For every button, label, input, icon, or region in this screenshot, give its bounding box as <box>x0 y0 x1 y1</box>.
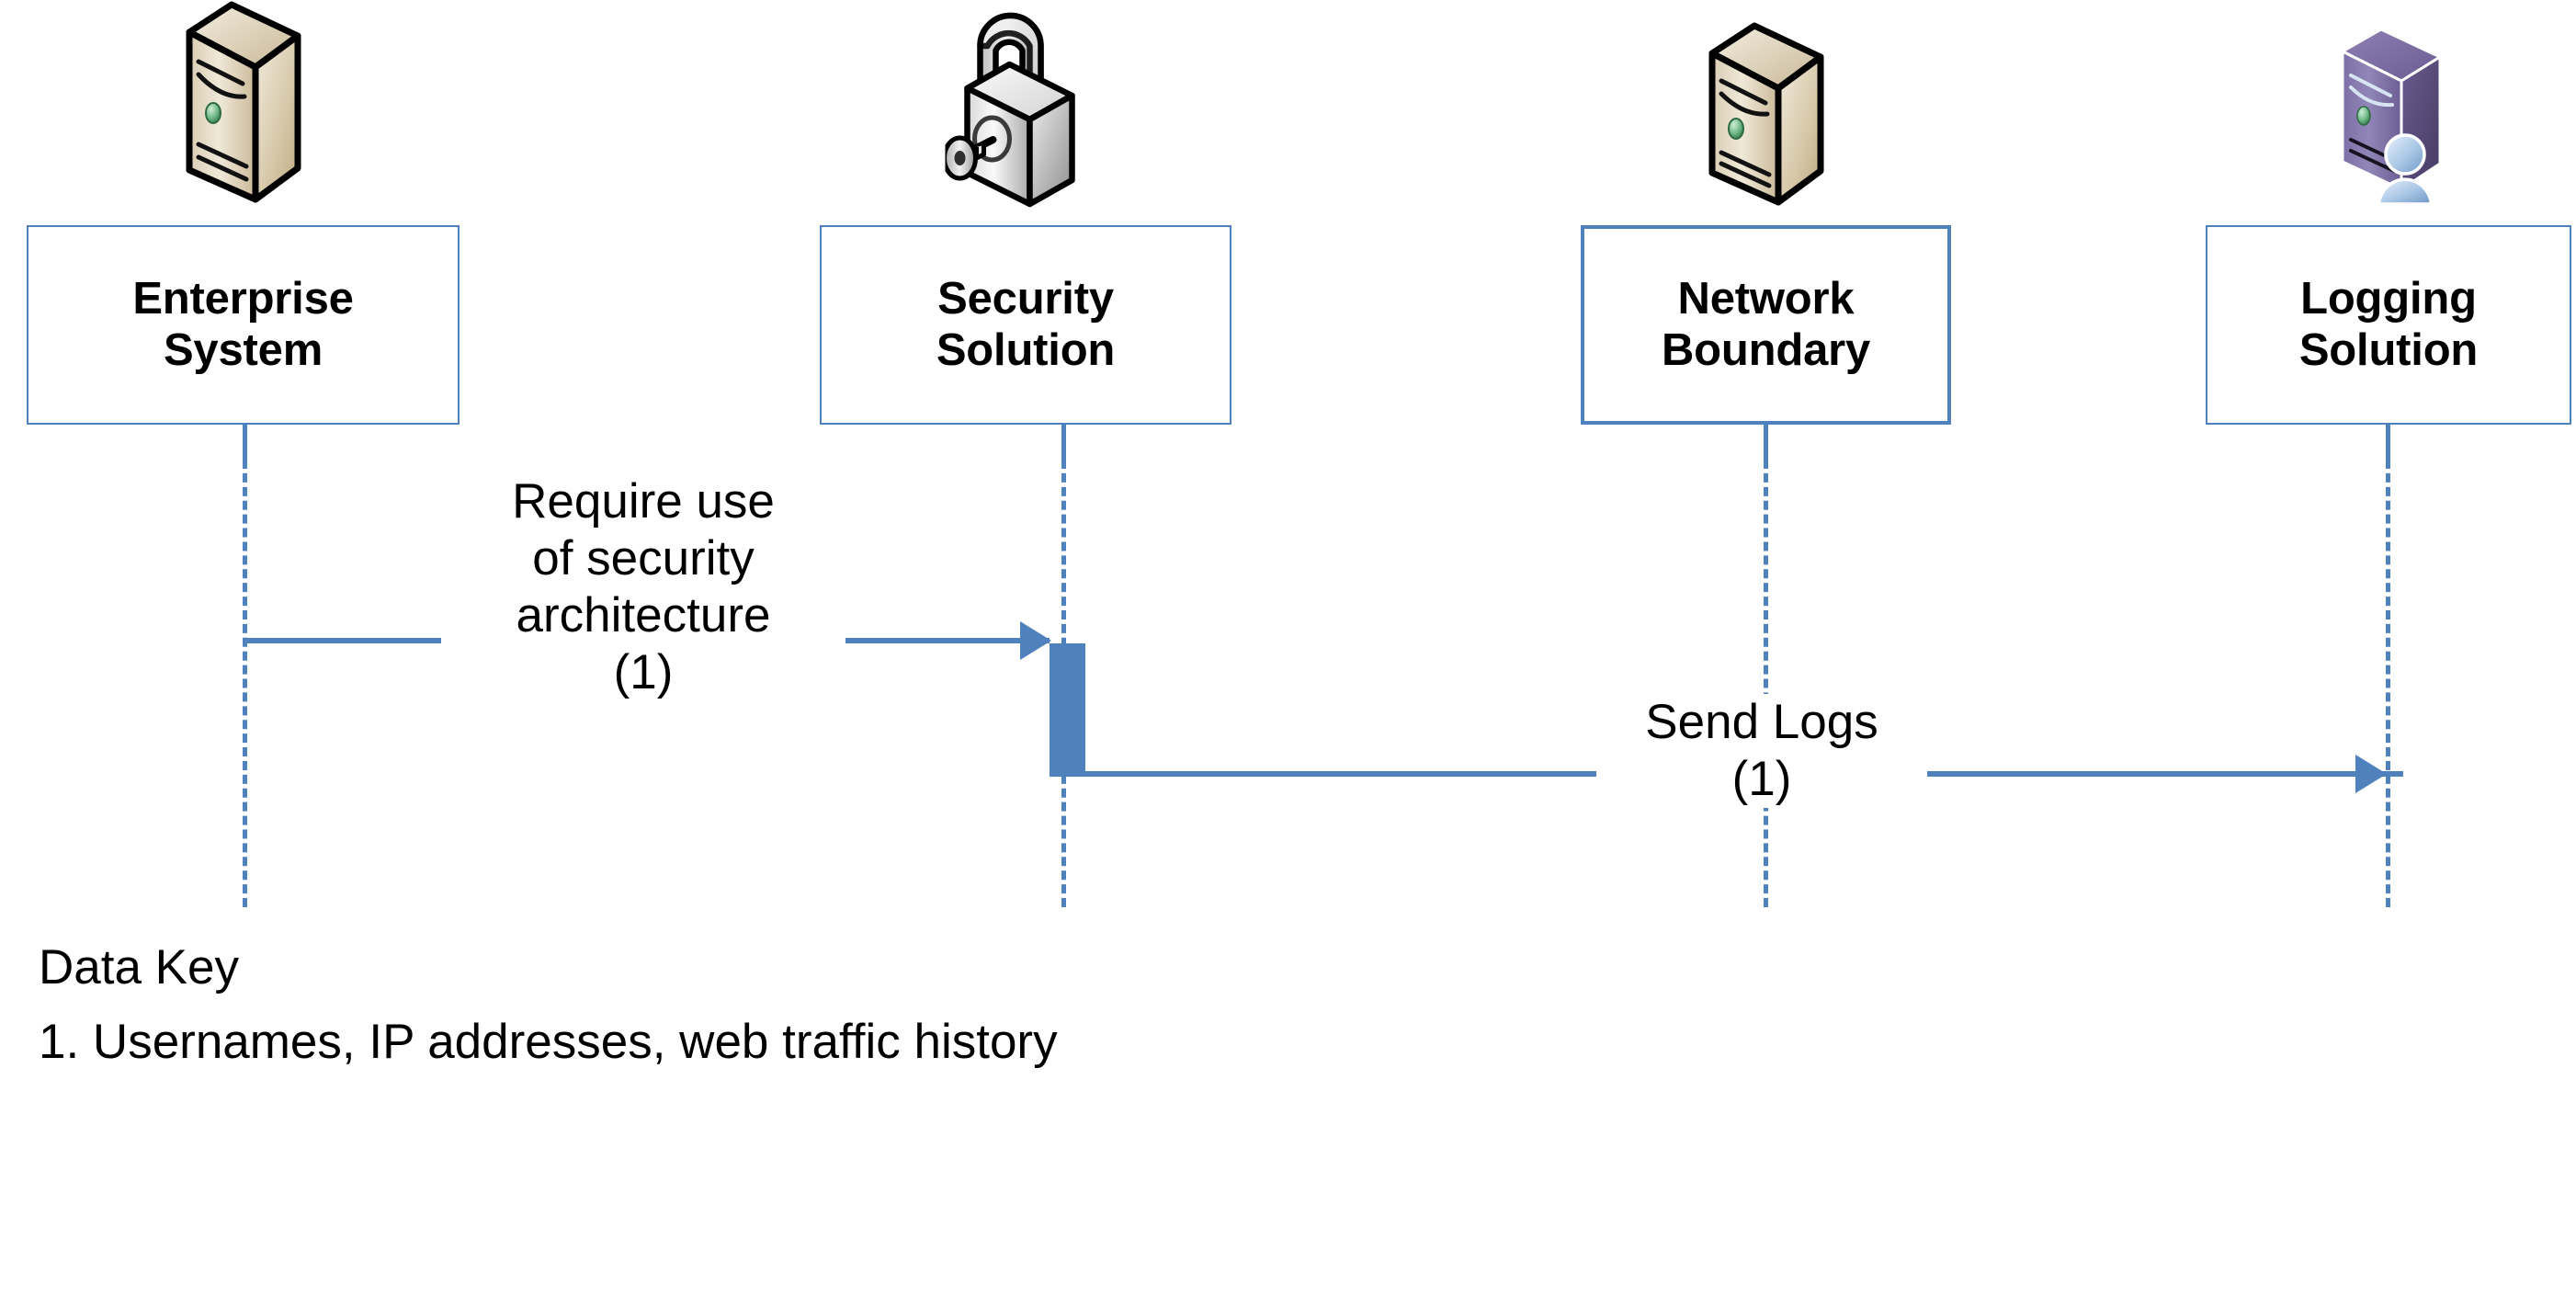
message-1-arrowhead <box>1020 621 1051 660</box>
participant-label-line1: Logging <box>2300 273 2477 324</box>
participant-label-line2: Boundary <box>1661 324 1871 375</box>
participant-label-line2: Solution <box>936 324 1116 375</box>
participant-box-network-boundary[interactable]: Network Boundary <box>1581 225 1951 425</box>
lifeline-network-boundary <box>1764 460 1768 907</box>
legend-title: Data Key <box>39 940 240 994</box>
participant-label-line1: Network <box>1677 273 1855 324</box>
participant-box-enterprise-system[interactable]: Enterprise System <box>27 225 460 425</box>
participant-label-line1: Security <box>937 273 1114 324</box>
activation-bar-security-solution[interactable] <box>1050 643 1085 777</box>
lifeline-stub-enterprise-system <box>243 425 247 460</box>
message-2-arrowhead <box>2355 755 2387 793</box>
participant-network-boundary[interactable]: Network Boundary <box>1581 22 1951 425</box>
participant-label-line1: Enterprise <box>132 273 354 324</box>
message-1-label: Require use of security architecture (1) <box>441 473 845 701</box>
server-tower-icon <box>1697 18 1835 225</box>
participant-box-security-solution[interactable]: Security Solution <box>820 225 1231 425</box>
legend-entry-1: 1. Usernames, IP addresses, web traffic … <box>39 1015 1058 1069</box>
message-2-label: Send Logs (1) <box>1596 694 1927 808</box>
lifeline-stub-network-boundary <box>1764 425 1768 460</box>
participant-security-solution[interactable]: Security Solution <box>820 12 1231 425</box>
padlock-with-key-icon <box>942 0 1106 225</box>
server-tower-with-user-icon <box>2326 0 2473 225</box>
participant-enterprise-system[interactable]: Enterprise System <box>27 1 460 425</box>
participant-label-line2: Solution <box>2298 324 2479 375</box>
participant-label-line2: System <box>163 324 323 375</box>
participant-box-logging-solution[interactable]: Logging Solution <box>2206 225 2571 425</box>
lifeline-stub-security-solution <box>1061 425 1066 460</box>
lifeline-stub-logging-solution <box>2386 425 2390 460</box>
participant-logging-solution[interactable]: Logging Solution <box>2206 28 2571 425</box>
lifeline-enterprise-system <box>243 460 247 907</box>
server-tower-icon <box>175 0 312 225</box>
lifeline-logging-solution <box>2386 460 2390 907</box>
